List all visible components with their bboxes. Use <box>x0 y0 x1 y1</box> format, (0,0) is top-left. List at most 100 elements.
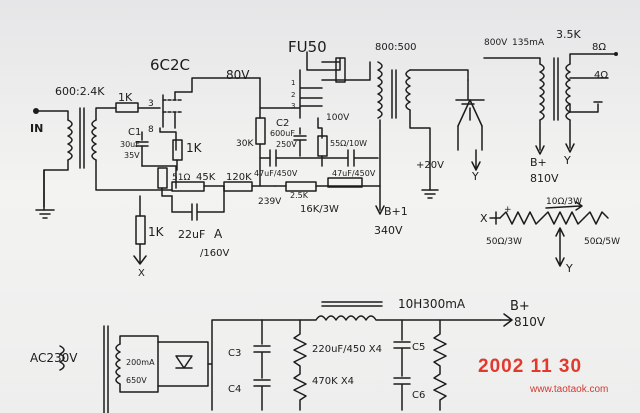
pt-current: 200mA <box>126 358 155 367</box>
input-xfmr-primary <box>67 119 73 161</box>
c6-name: C6 <box>412 390 425 401</box>
r1k-x-resistor <box>135 215 146 245</box>
bleeder-label: 470K X4 <box>312 376 354 387</box>
input-label: IN <box>30 122 43 135</box>
bleeder-resistors-right <box>433 319 447 411</box>
ac-primary <box>59 345 65 371</box>
c1-capacitor <box>135 131 149 167</box>
c1-value: 30uF <box>120 140 140 149</box>
bias-network <box>489 201 609 267</box>
v1-plate-voltage: 80V <box>226 68 250 82</box>
bplus1-arrow <box>375 119 385 215</box>
screen-current: 135mA <box>512 38 545 48</box>
r25k-value: 2.5K <box>290 191 309 200</box>
bias-y: Y <box>565 262 573 275</box>
website-watermark: www.taotaok.com <box>529 384 608 395</box>
r51-value: 51Ω <box>172 173 190 183</box>
bplus1-label: B+1 <box>384 205 408 218</box>
cap-b-value: 47uF/450V <box>332 169 376 178</box>
screen-resistor <box>335 57 346 83</box>
r16k-resistor <box>327 177 363 188</box>
c-22uf-value: 22uF <box>178 228 205 241</box>
interstage-primary <box>377 61 383 119</box>
ground-symbol <box>35 209 55 219</box>
bplus1-voltage: 340V <box>374 224 403 237</box>
r16k-value: 16K/3W <box>300 204 339 215</box>
c3-name: C3 <box>228 348 241 359</box>
output-section <box>377 52 618 199</box>
bias-x: X <box>480 212 488 225</box>
bias-r3-value: 50Ω/5W <box>584 237 620 247</box>
output-xfmr-secondary <box>565 63 571 121</box>
grid-resistor <box>115 102 139 113</box>
c-22uf-voltage: /160V <box>200 248 229 259</box>
v1-pin8: 8 <box>148 125 154 135</box>
filter-caps-label: 220uF/450 X4 <box>312 344 382 355</box>
c1-voltage: 35V <box>124 151 140 160</box>
c3-c4-caps <box>253 319 271 411</box>
c4-name: C4 <box>228 384 241 395</box>
interstage-ratio: 800:500 <box>375 42 417 53</box>
bias-resistor-3 <box>583 211 609 225</box>
screen-voltage: 800V <box>484 38 508 48</box>
v2-tube-label: FU50 <box>288 38 327 56</box>
v2-stage <box>255 51 385 215</box>
cathode-plus20v: +20V <box>416 160 444 171</box>
psu-bplus-voltage: 810V <box>514 315 546 329</box>
cathode-voltage: 100V <box>326 113 350 123</box>
date-stamp: 2002 11 30 <box>478 356 582 377</box>
c1-name: C1 <box>128 127 141 138</box>
ac-input-label: AC230V <box>30 351 78 365</box>
input-transformer <box>33 107 173 219</box>
bleeder-resistors-left <box>293 319 307 411</box>
grid-r-label: 1K <box>118 91 133 104</box>
r30k-value: 30K <box>236 139 254 149</box>
speaker-8ohm: 8Ω <box>592 42 606 53</box>
r120k-value: 120K <box>226 172 252 183</box>
r120k-resistor <box>223 181 253 192</box>
c2-capacitor <box>293 127 307 157</box>
psu-bplus: B+ <box>510 299 530 314</box>
r25k-resistor <box>285 181 317 192</box>
cap-a-value: 47uF/450V <box>254 169 298 178</box>
rk2-value: 55Ω/10W <box>330 139 367 148</box>
choke-inductor <box>261 315 501 321</box>
c-22uf-tag: A <box>214 227 223 241</box>
v2-pin3: 3 <box>291 102 295 110</box>
bias-resistor-2 <box>541 211 585 225</box>
v2-pin2: 2 <box>291 91 295 99</box>
bias-plus: + <box>504 205 512 215</box>
coupling-caps <box>269 149 379 167</box>
bias-resistor-1 <box>499 211 543 225</box>
rk1-resistor <box>172 139 183 161</box>
node-239v: 239V <box>258 197 282 207</box>
c5-c6-caps <box>393 319 411 411</box>
cathode-y-mark: Y <box>471 170 479 183</box>
v1-pin3: 3 <box>148 99 154 109</box>
choke-label: 10H300mA <box>398 297 466 311</box>
c2-name: C2 <box>276 118 289 129</box>
v1-x-mark: X <box>138 268 145 279</box>
c-22uf-capacitor <box>171 185 225 221</box>
v2-pin1: 1 <box>291 79 295 87</box>
bias-r2-value: 10Ω/3W <box>546 197 582 207</box>
v1-tube <box>162 91 176 129</box>
r45k-resistor <box>171 181 205 192</box>
rk1-value: 1K <box>186 141 203 155</box>
speaker-4ohm: 4Ω <box>594 70 608 81</box>
r51-resistor <box>157 167 168 189</box>
v1-tube-label: 6C2C <box>150 56 190 74</box>
output-y-mark: Y <box>563 154 571 167</box>
ck-ground <box>421 189 439 199</box>
bridge-rectifier <box>157 341 209 387</box>
c5-name: C5 <box>412 342 425 353</box>
c2-value: 600uF <box>270 129 295 138</box>
output-impedance: 3.5K <box>556 28 581 41</box>
output-xfmr-primary <box>539 63 545 121</box>
bias-r1-value: 50Ω/3W <box>486 237 522 247</box>
output-bplus: B+ <box>530 156 547 169</box>
hv-secondary <box>115 343 121 385</box>
rk2-resistor <box>317 135 328 157</box>
